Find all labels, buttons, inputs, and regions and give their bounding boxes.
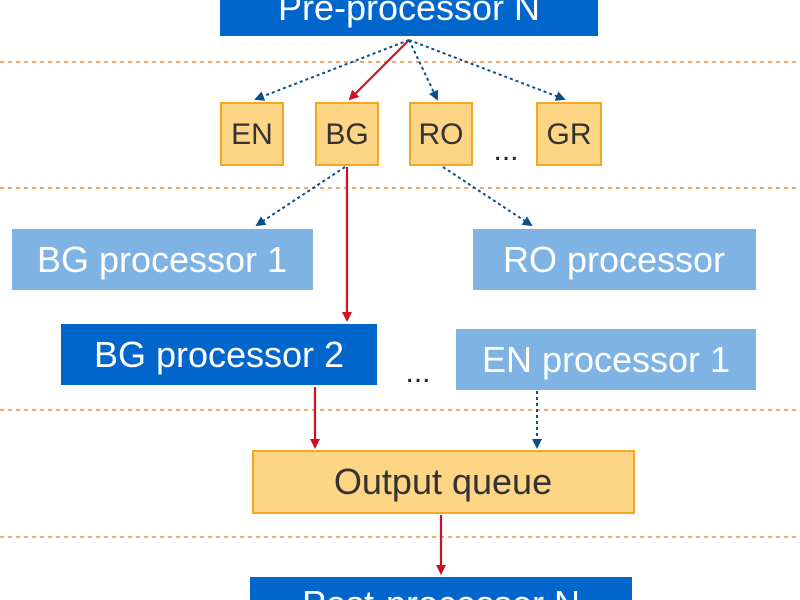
arrow-pre-to-gr [408,39,566,101]
arrow-ro-to-ro-processor [442,166,533,227]
stage-separators [0,61,800,538]
queue-ro-label: RO [419,118,464,151]
bg-processor-1-label: BG processor 1 [37,239,287,280]
ro-processor-node: RO processor [473,229,756,290]
pre-processor-node: Pre-processor N [220,0,598,36]
dispatch-arrows [254,39,566,575]
processor-ellipsis: ... [405,356,430,389]
ro-processor-label: RO processor [503,239,725,280]
bg-processor-2-label: BG processor 2 [94,334,344,375]
en-processor-1-node: EN processor 1 [456,329,756,390]
queue-en-node: EN [220,102,284,166]
output-queue-node: Output queue [252,450,635,514]
arrow-pre-to-en [254,39,410,101]
post-processor-node: Post-processor N [250,577,632,600]
bg-processor-1-node: BG processor 1 [12,229,313,290]
post-processor-label: Post-processor N [302,583,580,600]
queue-en-label: EN [231,118,273,151]
pre-processor-label: Pre-processor N [278,0,540,28]
bg-processor-2-node: BG processor 2 [61,324,377,385]
queue-gr-label: GR [547,118,592,151]
queue-bg-label: BG [325,118,368,151]
en-processor-1-label: EN processor 1 [482,339,730,380]
queue-ellipsis: ... [493,134,518,167]
arrow-bg-to-bg-processor-1 [255,166,346,227]
arrow-pre-to-ro [408,39,439,101]
queue-gr-node: GR [536,102,602,166]
queue-bg-node: BG [315,102,379,166]
output-queue-label: Output queue [334,461,552,502]
queue-ro-node: RO [409,102,473,166]
arrow-pre-to-bg [348,39,410,101]
